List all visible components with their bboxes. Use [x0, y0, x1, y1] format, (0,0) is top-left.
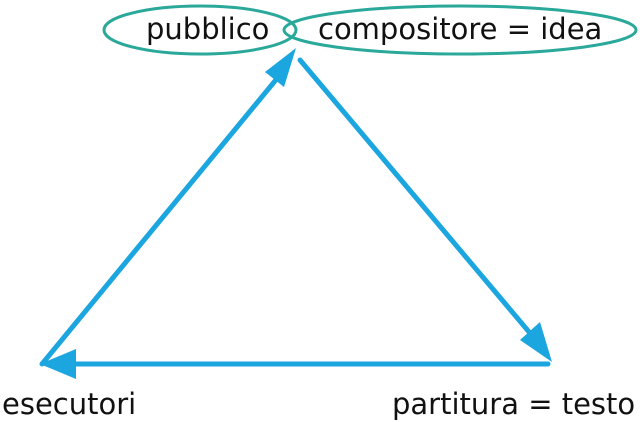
node-esecutori: esecutori	[2, 387, 136, 421]
arrowhead-partitura	[520, 322, 552, 362]
arrowhead-top	[265, 48, 296, 87]
pubblico-ellipse	[102, 4, 298, 56]
compositore-ellipse	[282, 4, 638, 56]
arrowhead-esecutori	[40, 349, 76, 379]
node-compositore: compositore = idea	[318, 12, 602, 46]
node-pubblico: pubblico	[146, 12, 269, 46]
arrow-esecutori-to-top-shaft	[39, 67, 287, 367]
node-partitura: partitura = testo	[392, 387, 635, 421]
arrow-top-to-partitura-shaft	[297, 57, 543, 348]
